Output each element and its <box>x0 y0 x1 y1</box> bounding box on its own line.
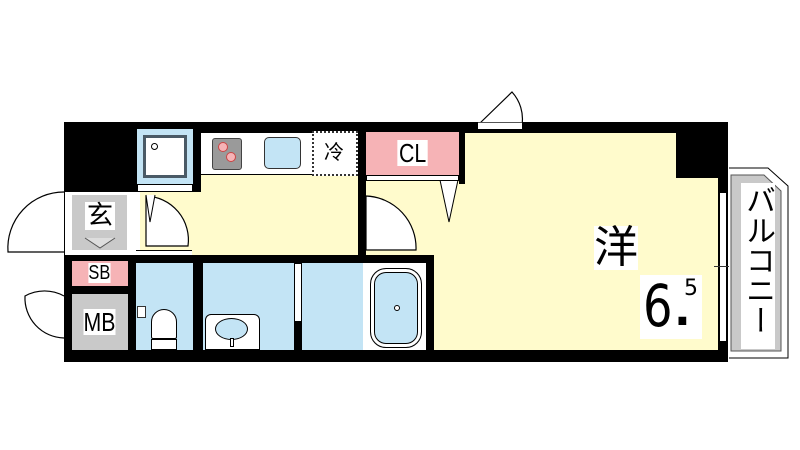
closet-wall-left <box>358 122 366 260</box>
closet: CL <box>366 132 459 175</box>
washer-drain-icon <box>151 143 158 150</box>
size-main: 6 <box>643 272 673 340</box>
meter-box: MB <box>72 294 128 350</box>
meter-box-label: MB <box>83 307 116 337</box>
washer-space <box>137 129 193 184</box>
toilet-wall-top <box>136 255 434 263</box>
toilet-icon <box>151 309 177 339</box>
washroom-wall <box>294 322 302 350</box>
bathtub-icon <box>370 268 422 348</box>
shoe-box: SB <box>72 261 128 286</box>
shoe-box-wall <box>64 286 136 294</box>
entrance-label: 玄 <box>85 201 116 231</box>
bathroom <box>302 263 364 350</box>
bathtub-drain-icon <box>394 305 400 311</box>
shoe-box-label: SB <box>88 262 111 284</box>
fridge-space: 冷 <box>312 131 358 176</box>
faucet-icon <box>230 338 234 347</box>
balcony-label-box <box>741 183 775 349</box>
toilet-paper-holder <box>137 306 146 318</box>
size-sup: 5 <box>684 276 698 301</box>
washer-base <box>137 184 193 192</box>
outer-wall-bottom <box>64 350 728 362</box>
closet-door-rail <box>366 175 459 181</box>
size-dot: . <box>674 285 691 336</box>
closet-label: CL <box>397 138 428 168</box>
toilet-wall-right <box>193 255 203 362</box>
wall-mb-right <box>128 255 136 362</box>
kitchen-sink-icon <box>264 137 301 169</box>
balcony-window[interactable] <box>719 192 727 342</box>
outer-wall-left-lower <box>64 255 72 362</box>
burner-icon <box>226 152 236 162</box>
burner-icon <box>218 142 228 152</box>
entrance-wall-bottom <box>64 255 136 263</box>
washroom-door-frame <box>294 263 302 322</box>
fridge-label: 冷 <box>324 140 344 164</box>
toilet-tank-icon <box>151 339 177 350</box>
top-door-opening <box>478 122 522 129</box>
western-room-size: 6 . 5 <box>640 275 702 339</box>
stove-icon <box>212 138 242 170</box>
washer-icon <box>143 135 187 178</box>
bathroom-wall-right <box>426 255 434 362</box>
closet-wall-right <box>459 122 465 184</box>
window-handle-icon <box>714 266 730 267</box>
western-room-floor-lower <box>432 260 462 350</box>
kitchen-wall-left <box>193 122 201 192</box>
hallway-edge <box>136 250 192 255</box>
western-room-label: 洋 <box>594 222 638 273</box>
outer-wall-top <box>64 122 728 134</box>
corner-block-topleft <box>64 122 138 192</box>
balcony-label: バルコニー <box>740 185 775 335</box>
